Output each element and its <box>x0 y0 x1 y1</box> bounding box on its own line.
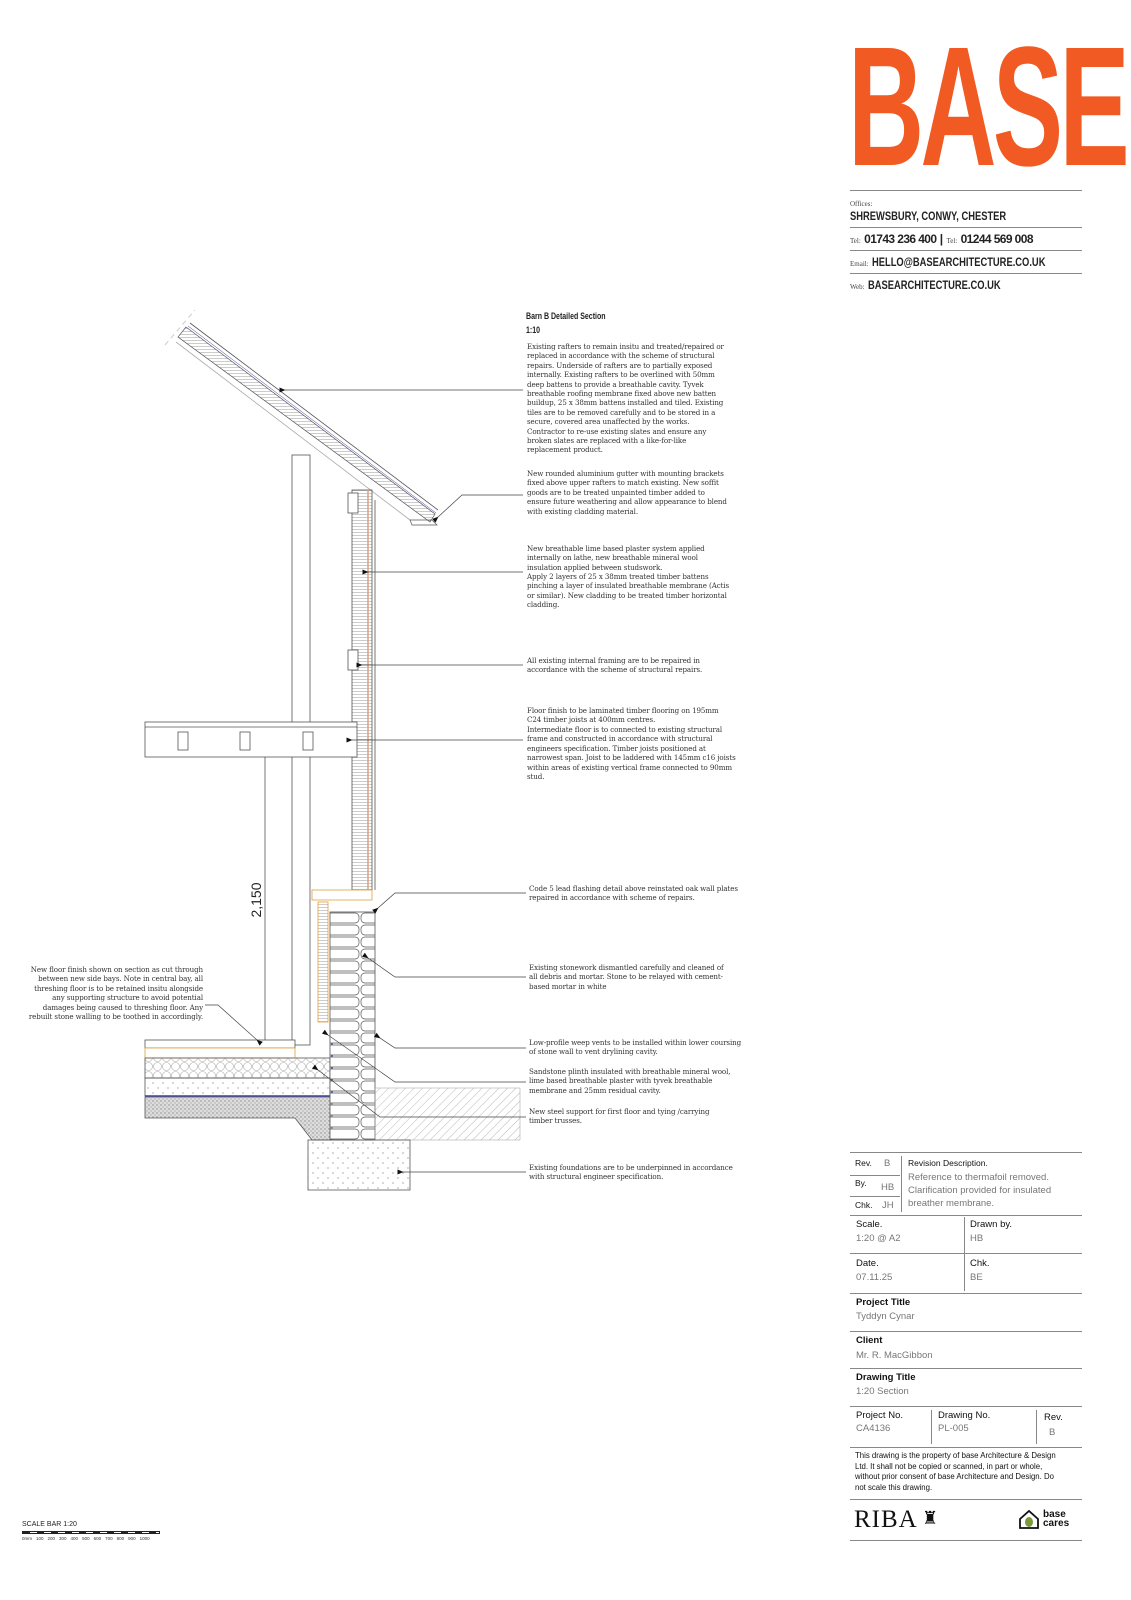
rev2-label: Rev. <box>1044 1412 1063 1423</box>
revision-description-label: Revision Description. <box>908 1158 988 1168</box>
chk-value: JH <box>882 1200 894 1211</box>
rev-value: B <box>884 1158 891 1169</box>
web-row: Web: BASEARCHITECTURE.CO.UK <box>850 278 1038 292</box>
scale-label: Scale. <box>856 1219 883 1230</box>
note-lead-flashing: Code 5 lead flashing detail above reinst… <box>529 884 738 903</box>
date-value: 07.11.25 <box>856 1272 893 1283</box>
drawing-title-label: Drawing Title <box>856 1372 916 1383</box>
note-threshing-floor: New floor finish shown on section as cut… <box>28 965 203 1022</box>
note-intermediate-floor: Intermediate floor is to connected to ex… <box>527 725 736 782</box>
drawn-by-value: HB <box>970 1233 984 1244</box>
tel-separator: | <box>939 232 944 246</box>
scale-value: 1:20 @ A2 <box>856 1233 901 1244</box>
drawing-no-label: Drawing No. <box>938 1410 991 1421</box>
scale-tick: 0mm <box>22 1536 32 1541</box>
scale-tick: 700 <box>105 1536 113 1541</box>
revision-description: Reference to thermafoil removed. Clarifi… <box>908 1172 1052 1209</box>
disclaimer: This drawing is the property of base Arc… <box>855 1451 1056 1492</box>
intermediate-floor <box>144 721 358 758</box>
note-battens: Apply 2 layers of 25 x 38mm treated timb… <box>527 572 730 610</box>
divider <box>850 227 1082 228</box>
drawing-title: Barn B Detailed Section <box>526 311 606 321</box>
email-label: Email: <box>850 260 869 268</box>
rev2-value: B <box>1049 1427 1056 1438</box>
roof <box>164 309 439 526</box>
divider <box>850 273 1082 274</box>
divider <box>850 250 1082 251</box>
client-value: Mr. R. MacGibbon <box>856 1350 933 1361</box>
note-foundations: Existing foundations are to be underpinn… <box>529 1163 733 1182</box>
dimension-line: 2,150 <box>248 757 266 1043</box>
project-title-label: Project Title <box>856 1297 911 1308</box>
scale-tick: 400 <box>70 1536 79 1541</box>
by-label: By. <box>855 1178 867 1188</box>
project-no-value: CA4136 <box>856 1423 891 1434</box>
note-plaster: New breathable lime based plaster system… <box>527 544 705 572</box>
note-weep-vents: Low-profile weep vents to be installed w… <box>529 1038 742 1057</box>
telephone-row: Tel: 01743 236 400 | Tel: 01244 569 008 <box>850 232 1033 246</box>
web-label: Web: <box>850 283 865 291</box>
client-label: Client <box>856 1335 883 1346</box>
scale-tick: 500 <box>82 1536 90 1541</box>
scale-tick: 600 <box>93 1536 102 1541</box>
note-gutter: New rounded aluminium gutter with mounti… <box>527 469 727 516</box>
scale-tick: 1000 <box>139 1536 150 1541</box>
base-logo: BASE <box>848 12 1130 202</box>
email-row: Email: HELLO@BASEARCHITECTURE.CO.UK <box>850 255 1094 269</box>
ground-floor <box>144 889 373 1141</box>
tel-2[interactable]: 01244 569 008 <box>960 232 1034 246</box>
scale-tick: 800 <box>116 1536 125 1541</box>
stone-wall <box>307 911 521 1191</box>
riba-crest-icon: ♜ <box>922 1508 939 1528</box>
email-link[interactable]: HELLO@BASEARCHITECTURE.CO.UK <box>872 255 1046 269</box>
by-value: HB <box>881 1182 895 1193</box>
offices-label: Offices: <box>850 200 873 208</box>
riba-logo: RIBA <box>854 1506 918 1533</box>
divider <box>850 190 1082 191</box>
base-cares-logo: base cares <box>1043 1509 1070 1529</box>
scale-bar <box>22 1531 160 1534</box>
rev-label: Rev. <box>855 1158 872 1168</box>
scale-tick: 900 <box>128 1536 136 1541</box>
checked-label: Chk. <box>970 1258 990 1269</box>
project-title-value: Tyddyn Cynar <box>856 1311 915 1322</box>
tel-1[interactable]: 01743 236 400 <box>864 232 937 246</box>
project-no-label: Project No. <box>856 1410 903 1421</box>
leader-lines <box>205 387 526 1175</box>
chk-label: Chk. <box>855 1200 873 1210</box>
drawing-title-value: 1:20 Section <box>856 1386 909 1397</box>
scale-tick: 200 <box>47 1536 56 1541</box>
note-floor-finish: Floor finish to be laminated timber floo… <box>527 706 719 725</box>
note-framing: All existing internal framing are to be … <box>527 656 703 675</box>
drawing-no-value: PL-005 <box>938 1423 969 1434</box>
scale-tick: 100 <box>36 1536 44 1541</box>
scale-bar-label: SCALE BAR 1:20 <box>22 1521 77 1528</box>
base-cares-house-icon <box>1018 1508 1040 1530</box>
dimension-text: 2,150 <box>248 882 264 917</box>
offices-text: SHREWSBURY, CONWY, CHESTER <box>850 209 1007 223</box>
note-stonework: Existing stonework dismantled carefully … <box>529 963 724 991</box>
note-rafters: Existing rafters to remain insitu and tr… <box>527 342 724 455</box>
drawn-by-label: Drawn by. <box>970 1219 1013 1230</box>
web-link[interactable]: BASEARCHITECTURE.CO.UK <box>867 278 1001 292</box>
note-steel-support: New steel support for first floor and ty… <box>529 1107 710 1126</box>
date-label: Date. <box>856 1258 879 1269</box>
tel-label: Tel: <box>850 237 861 245</box>
checked-value: BE <box>970 1272 983 1283</box>
note-plinth: Sandstone plinth insulated with breathab… <box>529 1067 731 1095</box>
scale-tick: 300 <box>59 1536 67 1541</box>
tel-label: Tel: <box>946 237 958 245</box>
drawing-scale: 1:10 <box>526 325 541 335</box>
